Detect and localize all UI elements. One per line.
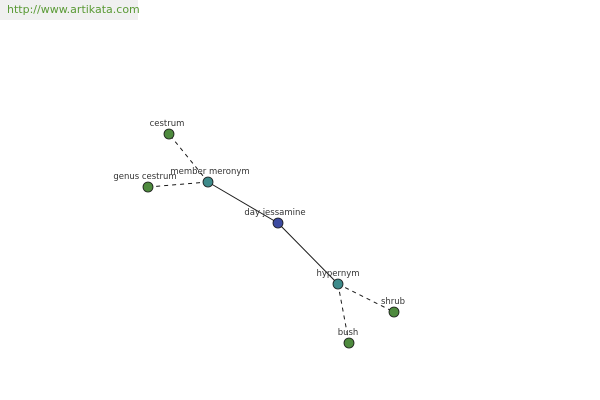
node-day-jessamine[interactable]: day jessamine — [244, 208, 306, 229]
relation-node-label[interactable]: hypernym — [316, 269, 359, 279]
edge-member-meronym-cestrum — [168, 133, 209, 183]
edge-center-hypernym — [277, 222, 339, 285]
site-url-watermark[interactable]: http://www.artikata.com — [0, 0, 140, 20]
leaf-node-label[interactable]: shrub — [381, 297, 405, 307]
node-hypernym[interactable]: hypernym — [316, 269, 360, 290]
relation-node-label[interactable]: member meronym — [170, 167, 249, 177]
center-node-label[interactable]: day jessamine — [244, 208, 305, 218]
relation-node-circle[interactable] — [332, 278, 344, 290]
node-genus-cestrum[interactable]: genus cestrum — [113, 172, 177, 193]
center-node-circle[interactable] — [272, 217, 284, 229]
leaf-node-circle[interactable] — [343, 337, 355, 349]
leaf-node-label[interactable]: genus cestrum — [113, 172, 176, 182]
leaf-node-circle[interactable] — [163, 128, 175, 140]
node-bush[interactable]: bush — [338, 328, 359, 349]
edge-member-meronym-genus-cestrum — [147, 181, 209, 188]
leaf-node-label[interactable]: cestrum — [150, 119, 185, 129]
leaf-node-circle[interactable] — [388, 306, 400, 318]
leaf-node-circle[interactable] — [142, 181, 154, 193]
edge-center-member-meronym — [207, 181, 279, 224]
node-shrub[interactable]: shrub — [381, 297, 405, 318]
leaf-node-label[interactable]: bush — [338, 328, 359, 338]
edge-hypernym-bush — [337, 283, 350, 344]
node-cestrum[interactable]: cestrum — [150, 119, 185, 140]
node-member-meronym[interactable]: member meronym — [170, 167, 250, 188]
relation-node-circle[interactable] — [202, 176, 214, 188]
edge-hypernym-shrub — [337, 283, 395, 313]
